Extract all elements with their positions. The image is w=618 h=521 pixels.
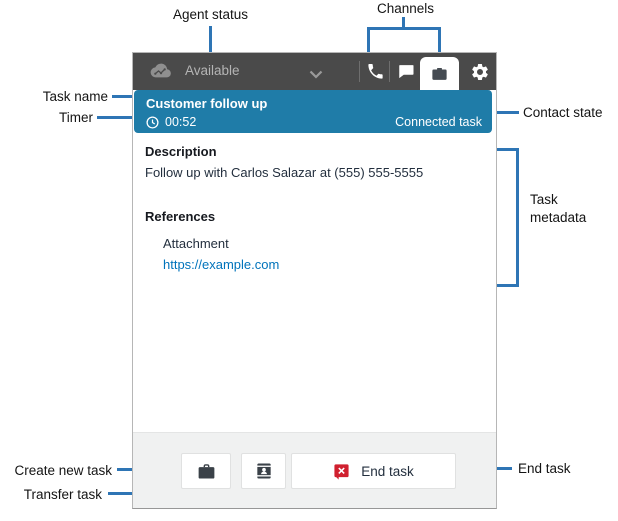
callout-task-metadata: Task metadata [530, 192, 587, 225]
callout-line-timer [97, 116, 133, 119]
contact-card-icon [256, 463, 271, 479]
callout-line-contact-state [493, 111, 519, 114]
task-name: Customer follow up [146, 96, 268, 111]
callout-line-agent-status [209, 26, 212, 52]
callout-transfer-task: Transfer task [23, 487, 102, 502]
end-task-label: End task [361, 463, 414, 479]
description-text: Follow up with Carlos Salazar at (555) 5… [145, 165, 424, 180]
callout-contact-state: Contact state [523, 105, 603, 120]
chevron-down-icon[interactable] [309, 66, 323, 84]
connect-cloud-logo-icon [147, 60, 172, 87]
callout-create-new-task: Create new task [14, 463, 112, 478]
task-bar: Customer follow up 00:52 Connected task [134, 90, 492, 133]
chat-channel-button[interactable] [391, 53, 421, 90]
callout-channels: Channels [377, 1, 435, 16]
references-heading: References [145, 209, 216, 224]
transfer-task-button[interactable] [241, 453, 286, 489]
clock-icon [146, 115, 159, 129]
task-channel-tab[interactable] [420, 57, 459, 90]
briefcase-icon [198, 463, 214, 478]
callout-bracket-metadata-top [497, 148, 519, 151]
briefcase-icon [432, 67, 447, 80]
header-divider [359, 61, 360, 82]
callout-line-channels-bracket [367, 27, 441, 30]
end-task-button[interactable]: End task [291, 453, 456, 489]
contact-state: Connected task [395, 115, 482, 129]
callout-bracket-metadata-bottom [497, 284, 519, 287]
create-new-task-button[interactable] [181, 453, 231, 489]
ccp-panel: Available Customer follow up [132, 52, 497, 509]
end-chat-icon [334, 463, 349, 480]
callout-line-task-name [112, 95, 133, 98]
reference-link[interactable]: https://example.com [163, 257, 280, 272]
task-metadata-section: Description Follow up with Carlos Salaza… [145, 132, 484, 272]
callout-line-channels-left [367, 27, 370, 52]
callout-agent-status: Agent status [173, 7, 249, 22]
settings-gear-icon[interactable] [463, 53, 497, 90]
attachment-label: Attachment [163, 236, 229, 251]
callout-end-task: End task [518, 461, 571, 476]
callout-line-channels-right [438, 27, 441, 52]
ccp-header: Available [133, 53, 496, 90]
phone-channel-button[interactable] [360, 53, 390, 90]
callout-bracket-metadata-vert [516, 148, 519, 287]
task-timer-value: 00:52 [165, 115, 197, 129]
header-divider [389, 61, 390, 82]
callout-task-name: Task name [42, 89, 108, 104]
description-heading: Description [145, 144, 217, 159]
agent-status-value[interactable]: Available [185, 63, 240, 78]
callout-line-channels-stem [402, 17, 405, 30]
callout-timer: Timer [59, 110, 93, 125]
